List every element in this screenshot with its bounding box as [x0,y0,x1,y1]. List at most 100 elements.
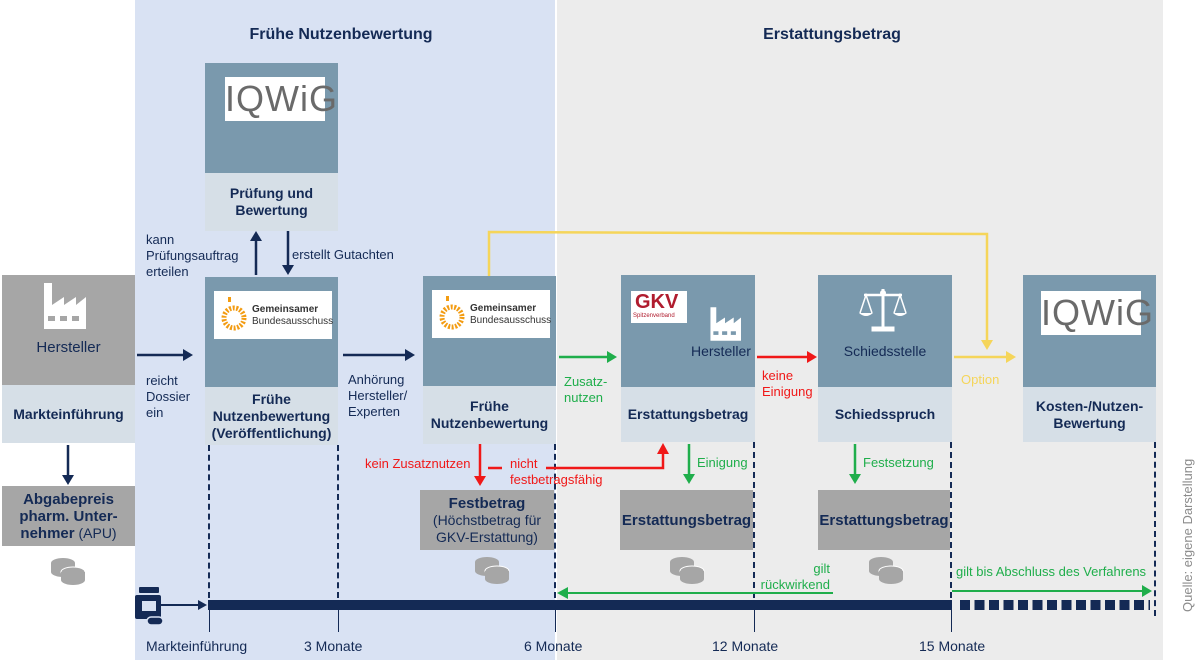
caption-line: Bewertung [235,202,308,218]
tick-label: 6 Monate [524,638,583,654]
gba-logo-line1: Gemeinsamer [470,303,537,314]
milestone-line-launch [208,445,210,598]
caption-line: Frühe [252,390,291,407]
arbitration-caption: Schiedsspruch [818,387,952,442]
set-price-box: Erstattungsbetrag [818,490,950,550]
tick-3m [338,610,339,632]
gkv-logo: GKV Spitzenverband [631,291,687,323]
gba-logo: Gemeinsamer Bundesausschuss [432,290,552,338]
added-benefit-label: Zusatz- nutzen [564,374,607,406]
apu-abbrev: (APU) [74,524,117,541]
label-line: Hersteller/ [348,388,408,403]
arrow-no-agreement [757,351,817,363]
milestone-line-12m [753,442,755,598]
can-order-label: kann Prüfungsauftrag erteilen [146,232,239,280]
zone-title-early-benefit: Frühe Nutzenbewertung [249,26,433,43]
gba-logo-line2: Bundesausschuss [470,315,552,326]
caption-line: Kosten-/Nutzen- [1035,397,1144,414]
no-added-benefit-label: kein Zusatznutzen [365,456,471,471]
caption-line: Nutzenbewertung [430,415,549,431]
no-agreement-label: keine Einigung [762,368,813,400]
source-note: Quelle: eigene Darstellung [1180,458,1195,612]
tick-6m [555,610,556,632]
label-line: rückwirkend [760,577,830,592]
label-line: Prüfungsauftrag [146,248,239,263]
gba-publication-box: Gemeinsamer Bundesausschuss [205,277,338,387]
submits-dossier-label: reicht Dossier ein [146,373,190,421]
label-line: erteilen [146,264,189,279]
caption-line: (Veröffentlichung) [211,424,332,441]
milestone-line-3m [337,445,339,598]
label-line: reicht [146,373,178,388]
agreed-price-title: Erstattungsbetrag [621,511,752,529]
apu-line-2: pharm. Unter- [19,507,118,525]
arbitration-label: Schiedsstelle [843,343,927,359]
tick-label: 12 Monate [712,638,779,654]
gba-logo: Gemeinsamer Bundesausschuss [214,291,333,339]
arrow-down-to-gba [282,231,294,275]
manufacturer-label: Hersteller [36,339,101,356]
label-line: gilt [813,561,830,576]
apu-line-1: Abgabepreis [23,490,114,508]
label-line: Zusatz- [564,374,608,389]
arrow-submit-dossier [137,349,193,361]
fixed-price-box: Festbetrag (Höchstbetrag für GKV-Erstatt… [420,490,554,550]
coins-icon [475,557,510,584]
apu-box: Abgabepreis pharm. Unter- nehmer (APU) [2,486,135,546]
gkv-logo-sub: Spitzenverband [633,313,675,319]
arrow-added-benefit [559,351,617,363]
coins-icon [51,558,86,585]
fixed-price-title: Festbetrag [448,494,526,512]
arrow-down-to-apu [62,445,74,485]
caption-line: Bewertung [1053,414,1126,431]
tick-label: 15 Monate [919,638,986,654]
gba-logo-line1: Gemeinsamer [252,304,319,315]
tick-label: Markteinführung [146,638,248,654]
option-label: Option [961,372,1000,387]
valid-until-label: gilt bis Abschluss des Verfahrens [956,564,1147,579]
timeline-open-segment [960,600,1150,610]
iqwig-logo: IQWiG [225,77,338,121]
tick-launch [209,610,210,632]
fixed-price-line: (Höchstbetrag für [432,511,542,528]
gba-sun-icon [439,296,465,330]
coins-icon [869,557,904,584]
label-line: festbetragsfähig [510,472,603,487]
factory-icon [710,307,741,341]
caption-line: Prüfung und [229,185,314,201]
label-line: keine [762,368,794,383]
tick-12m [754,610,755,632]
fixed-price-line: GKV-Erstattung) [436,528,538,545]
coins-icon [670,557,705,584]
scales-icon [859,289,907,332]
gba-publication-caption: Frühe Nutzenbewertung (Veröffentlichung) [205,387,338,445]
gba-assessment-box: Gemeinsamer Bundesausschuss [423,276,556,386]
cost-benefit-caption: Kosten-/Nutzen- Bewertung [1023,387,1156,442]
milestone-line-6m [554,444,556,598]
agreed-price-box: Erstattungsbetrag [620,490,753,550]
apu-line-3: nehmer [20,524,75,542]
determination-label: Festsetzung [863,455,934,470]
gba-assessment-caption: Frühe Nutzenbewertung [423,386,556,444]
procedure-end-line [1154,442,1156,616]
gkv-logo-text: GKV [635,291,679,313]
iqwig-review-box: IQWiG [205,63,338,173]
arrow-to-timeline [160,600,207,610]
label-line: Einigung [762,384,813,399]
iqwig-logo: IQWiG [1041,291,1154,335]
medicine-bottle-icon [135,587,164,626]
tick-15m [951,610,952,632]
label-line: ein [146,405,164,420]
factory-icon [44,283,86,329]
zone-title-reimbursement: Erstattungsbetrag [763,26,901,43]
label-line: nicht [510,456,538,471]
label-line: Experten [348,404,401,419]
set-price-title: Erstattungsbetrag [819,511,949,529]
cost-benefit-box: IQWiG [1023,275,1156,387]
label-line: kann [146,232,175,247]
arbitration-box: Schiedsstelle [818,275,952,387]
tick-label: 3 Monate [304,638,363,654]
arrow-hearing [343,349,415,361]
